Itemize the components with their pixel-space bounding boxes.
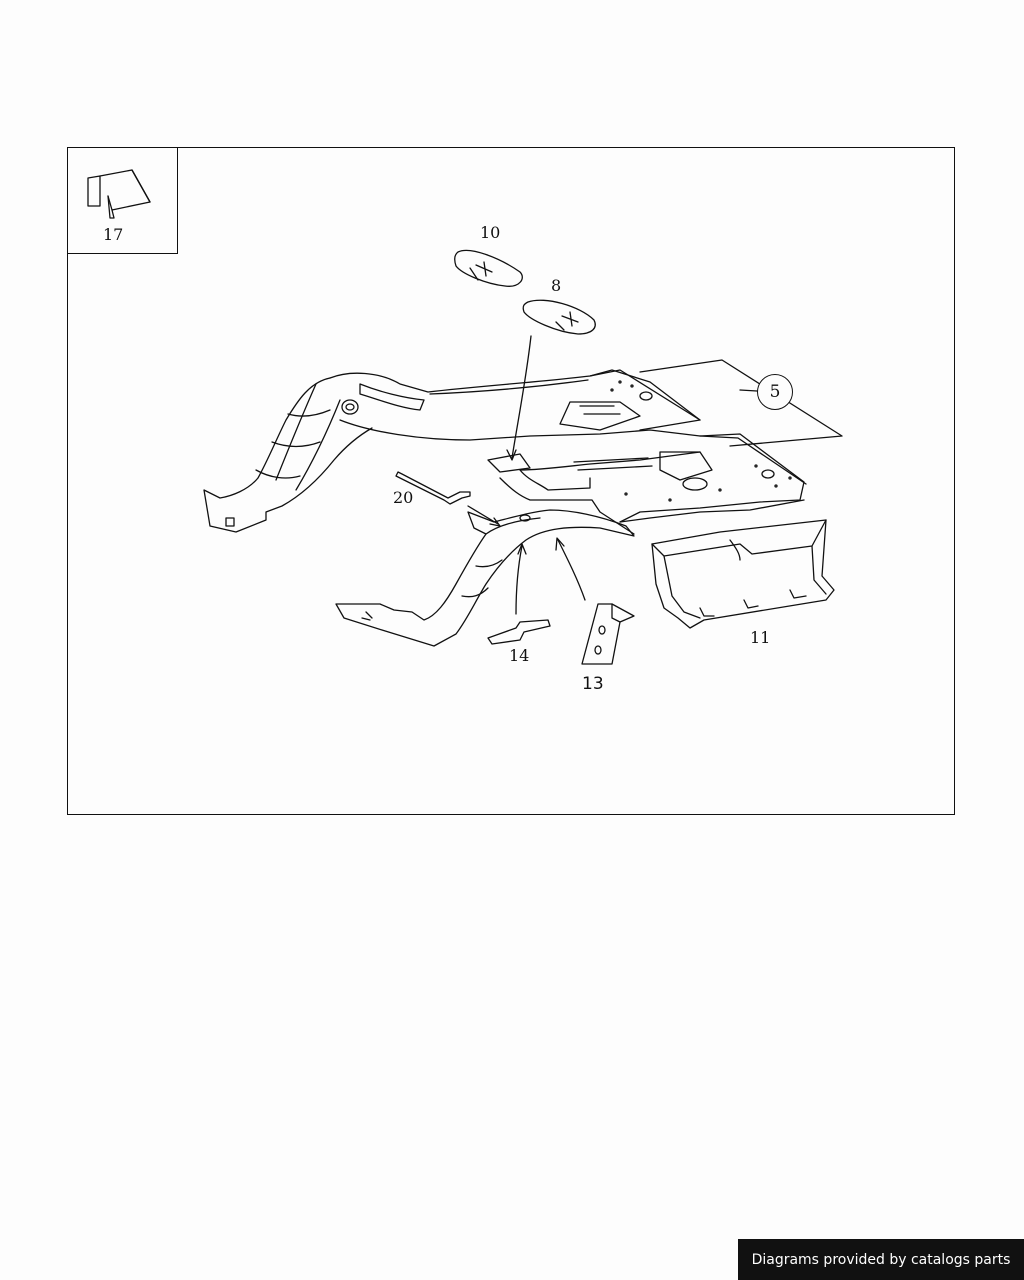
part-17-bracket [87, 169, 151, 219]
callout-14: 14 [509, 646, 530, 665]
part-8-pad [522, 299, 596, 335]
arrow-8 [511, 335, 532, 459]
arrow-13 [557, 539, 586, 601]
left-rear-rail [203, 377, 373, 533]
part-11-cover [651, 519, 835, 629]
callout-20: 20 [393, 488, 414, 507]
callout-17: 17 [103, 225, 124, 244]
callout-13: 13 [582, 674, 604, 694]
part-10-pad [454, 249, 523, 287]
callout-5: 5 [757, 374, 793, 410]
arrow-14 [515, 545, 523, 615]
part-14-bracket [487, 619, 551, 645]
callout-10: 10 [480, 223, 501, 242]
callout-11: 11 [750, 628, 771, 647]
diagram-frame [67, 147, 955, 815]
callout-8: 8 [551, 276, 562, 295]
inset-box-part-17 [67, 147, 178, 254]
part-20-bracket [395, 471, 471, 505]
right-front-rail [335, 509, 635, 647]
part-13-plate [581, 603, 635, 665]
footer-credit: Diagrams provided by catalogs parts [738, 1239, 1024, 1280]
